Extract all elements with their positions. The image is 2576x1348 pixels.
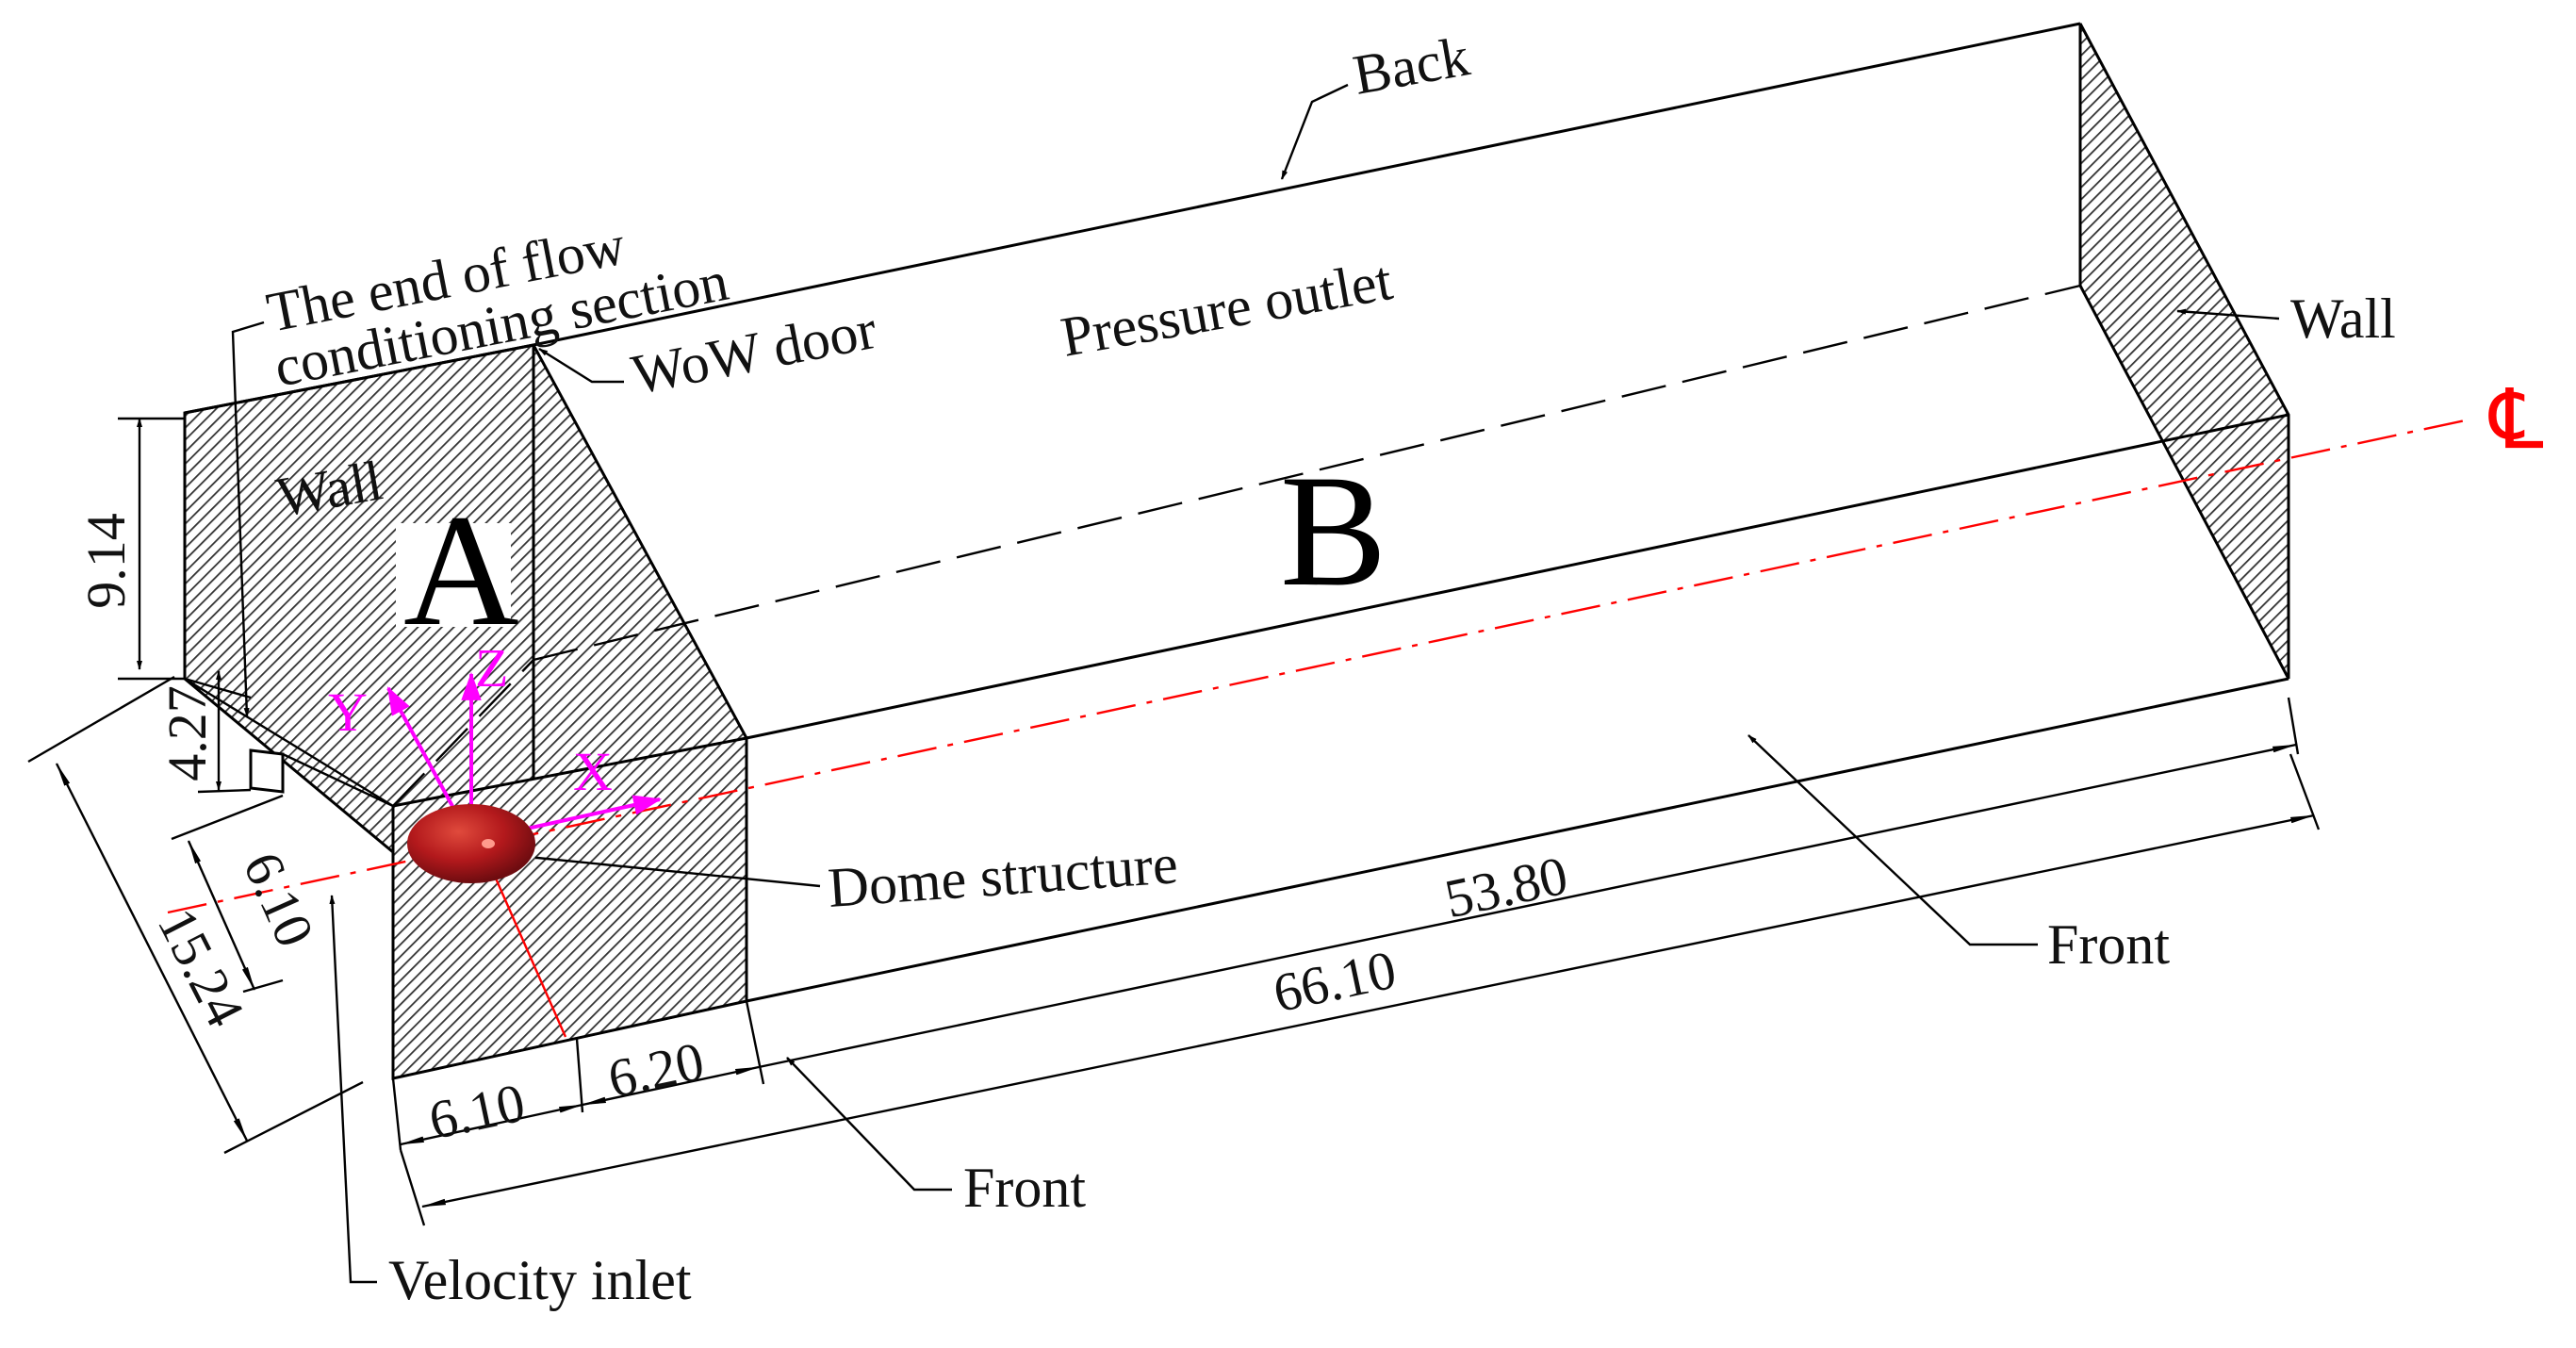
front-right-label: Front (2047, 913, 2170, 976)
dim-length-a2: 6.20 (603, 1030, 710, 1110)
dome-structure (407, 804, 535, 883)
dim-height-total: 9.14 (75, 513, 137, 609)
dim-length-total: 66.10 (1268, 939, 1401, 1025)
inlet-gap-strip (249, 748, 285, 794)
dim-length-a1: 6.10 (424, 1072, 531, 1152)
wall-right-face (2078, 23, 2290, 680)
z-axis-label: Z (475, 637, 508, 699)
region-a-label: A (403, 482, 519, 659)
dim-width-total: 15.24 (146, 898, 256, 1036)
dimension-lines (27, 417, 2321, 1226)
wall-right-label: Wall (2290, 288, 2396, 350)
velocity-inlet-label: Velocity inlet (388, 1249, 692, 1311)
dim-height-lower: 4.27 (156, 685, 218, 781)
x-axis-label: X (573, 741, 613, 802)
centerline-symbol: ℄ (2488, 375, 2544, 467)
back-label: Back (1349, 25, 1474, 106)
front-bottom-label: Front (963, 1157, 1086, 1219)
dim-length-b: 53.80 (1439, 845, 1572, 930)
y-axis-label: Y (328, 682, 368, 743)
dome-structure-label: Dome structure (826, 832, 1179, 919)
dim-width-inner: 6.10 (231, 843, 326, 955)
pressure-outlet-label: Pressure outlet (1057, 249, 1397, 369)
region-a-label-bg (396, 523, 511, 627)
region-b-label: B (1280, 442, 1386, 619)
